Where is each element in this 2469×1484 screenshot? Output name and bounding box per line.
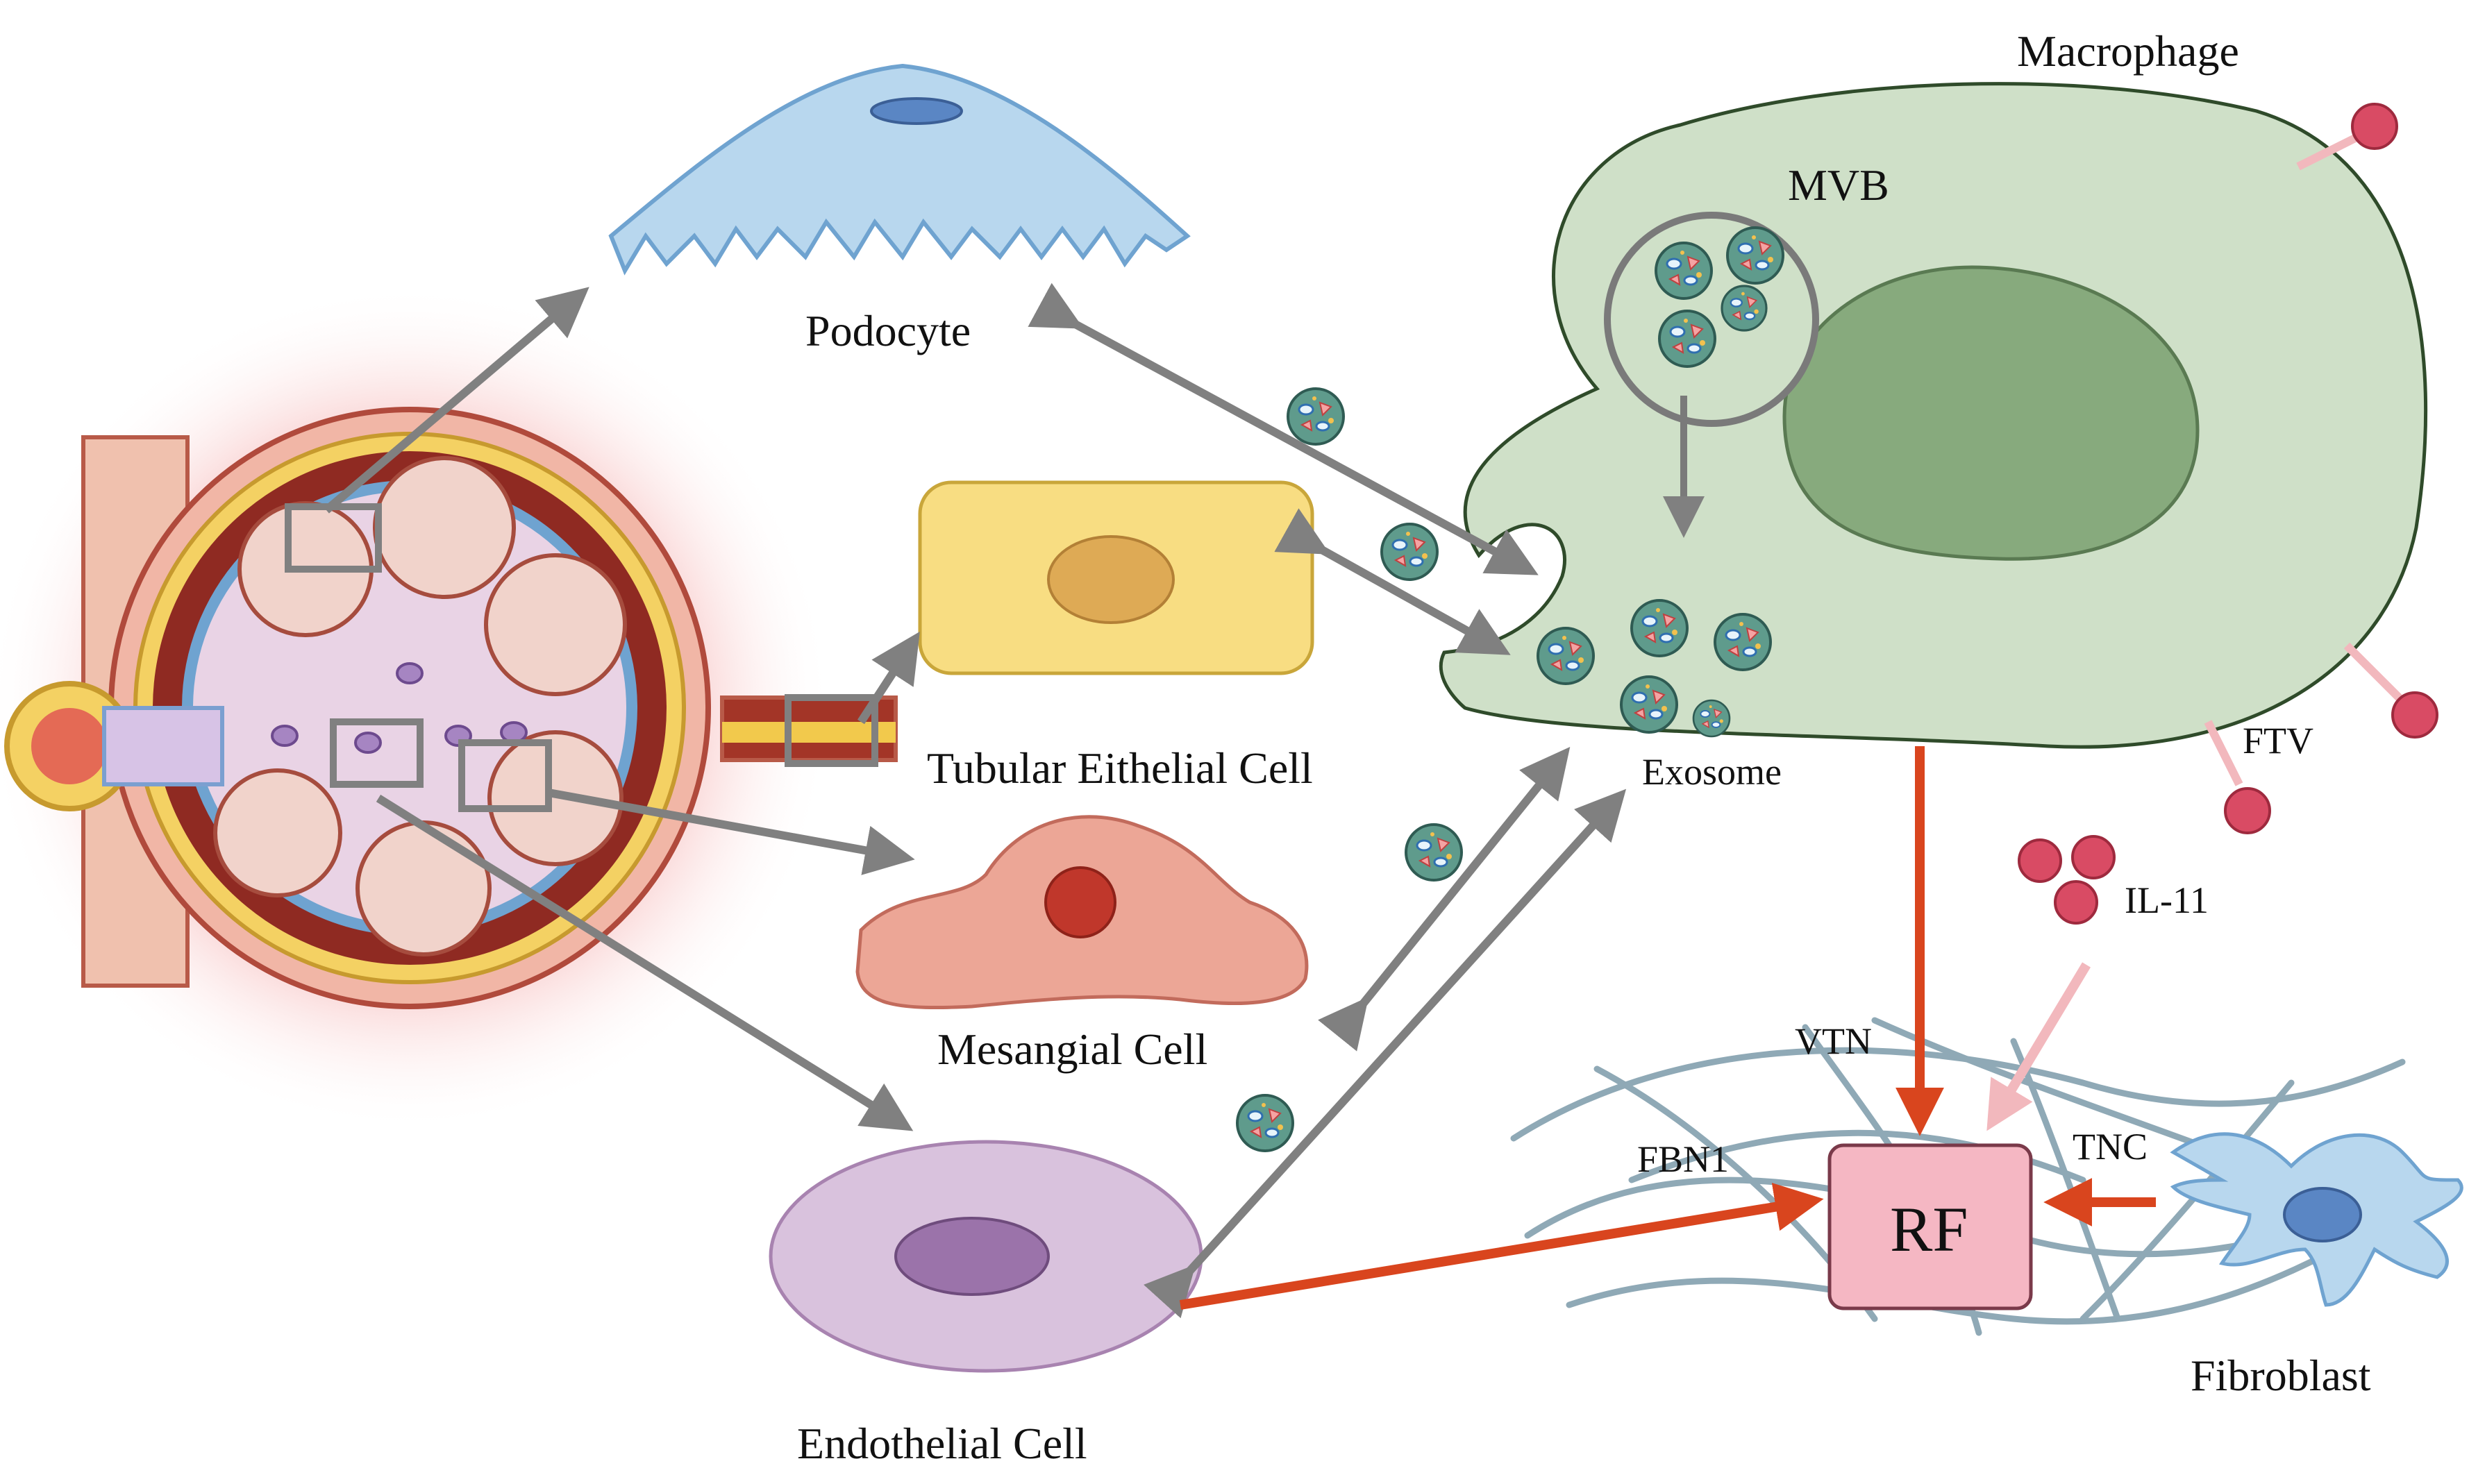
label-vtn: VTN [1795,1020,1872,1062]
label-fibroblast: Fibroblast [2191,1351,2371,1400]
label-mvb: MVB [1788,160,1889,210]
glomerulus-illustration [0,285,898,1131]
label-ftv: FTV [2243,720,2314,761]
label-fbn1: FBN1 [1637,1138,1730,1180]
label-rf: RF [1890,1194,1968,1265]
label-mesangial: Mesangial Cell [937,1025,1208,1074]
label-endothelial: Endothelial Cell [797,1419,1087,1468]
tubular-cell-illustration [918,480,1314,675]
endothelial-cell-illustration [769,1140,1203,1373]
label-podocyte: Podocyte [805,306,971,355]
pink-arrow [1986,962,2091,1131]
mesangial-cell-illustration [855,815,1309,1010]
label-exosome: Exosome [1642,751,1782,793]
il-11-dots [2018,835,2116,925]
fibroblast-illustration [2170,1132,2463,1307]
label-macrophage: Macrophage [2017,26,2239,76]
label-il-11: IL-11 [2125,879,2209,921]
red-arrows [1179,746,2156,1310]
gray-arrows [324,283,1627,1319]
podocyte-illustration [608,63,1191,276]
rf-box [1827,1143,2033,1310]
macrophage-illustration [1439,82,2438,834]
label-tubular: Tubular Eithelial Cell [927,743,1313,793]
label-tnc: TNC [2073,1126,2148,1167]
